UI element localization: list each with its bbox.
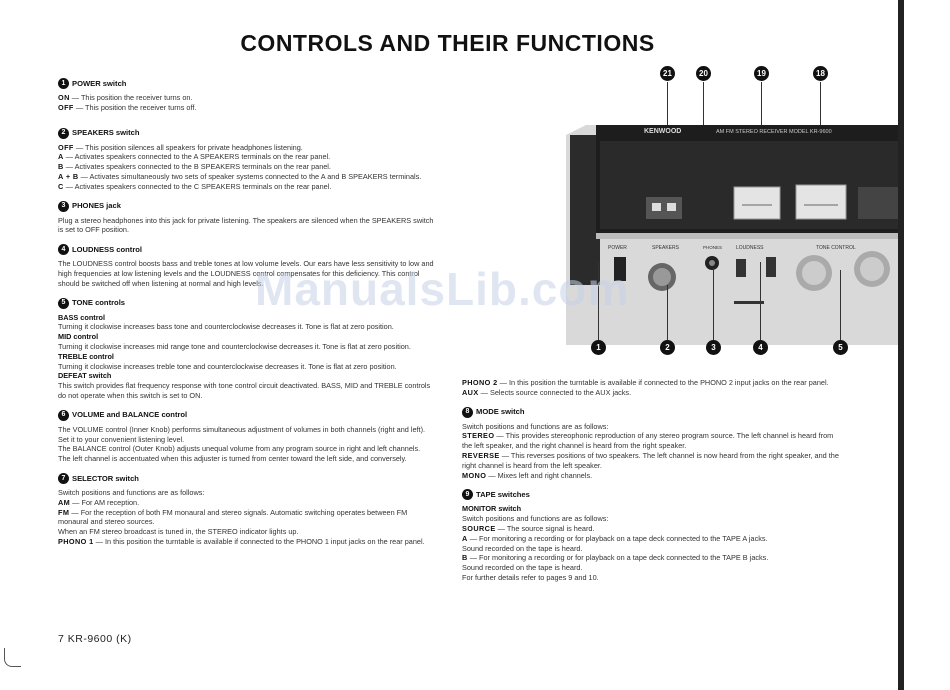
page-title: CONTROLS AND THEIR FUNCTIONS xyxy=(240,30,655,56)
paragraph: The BALANCE control (Outer Knob) adjusts… xyxy=(58,444,421,464)
subheading: MONITOR switch xyxy=(462,504,522,514)
line: C — Activates speakers connected to the … xyxy=(58,181,332,191)
leader-line xyxy=(760,262,761,340)
line: MONO — Mixes left and right channels. xyxy=(462,470,593,480)
page-footer: 7 KR-9600 (K) xyxy=(58,633,132,645)
section-title: TAPE switches xyxy=(476,489,530,499)
line: PHONO 1 — In this position the turntable… xyxy=(58,536,425,546)
section-title: SELECTOR switch xyxy=(72,473,139,483)
line: STEREO — This provides stereophonic repr… xyxy=(462,431,834,451)
line: For further details refer to pages 9 and… xyxy=(462,572,599,582)
paragraph: Switch positions and functions are as fo… xyxy=(58,487,205,497)
label-power: POWER xyxy=(608,245,627,251)
page-corner-mark xyxy=(4,648,21,667)
subheading: DEFEAT switch xyxy=(58,371,112,381)
line: OFF — This position silences all speaker… xyxy=(58,142,303,152)
section-title: POWER switch xyxy=(72,78,127,88)
line: Sound recorded on the tape is heard. xyxy=(462,543,583,553)
number-badge: 1 xyxy=(58,78,69,89)
callout-bottom: 3 xyxy=(706,340,721,355)
callout-bottom: 4 xyxy=(753,340,768,355)
subheading: BASS control xyxy=(58,312,106,322)
callout-top: 19 xyxy=(754,66,769,81)
section-title: SPEAKERS switch xyxy=(72,128,140,138)
paragraph: Switch positions and functions are as fo… xyxy=(462,421,609,431)
section-selector-continued: PHONO 2 — In this position the turntable… xyxy=(462,378,840,398)
line: OFF — This position the receiver turns o… xyxy=(58,102,197,112)
line: B — For monitoring a recording or for pl… xyxy=(462,553,769,563)
line: AM — For AM reception. xyxy=(58,497,140,507)
line: A + B — Activates simultaneously two set… xyxy=(58,171,422,181)
paragraph: Switch positions and functions are as fo… xyxy=(462,514,609,524)
number-badge: 5 xyxy=(58,297,69,309)
callout-top: 20 xyxy=(696,66,711,81)
callout-bottom: 5 xyxy=(833,340,848,355)
model-text: AM FM STEREO RECEIVER MODEL KR-9600 xyxy=(716,129,832,135)
section-title: TONE controls xyxy=(72,298,126,308)
page-edge xyxy=(898,0,904,690)
label-speakers: SPEAKERS xyxy=(652,245,680,251)
line: REVERSE — This reverses positions of two… xyxy=(462,450,839,470)
paragraph: Plug a stereo headphones into this jack … xyxy=(58,215,434,235)
section-title: VOLUME and BALANCE control xyxy=(72,410,188,420)
leader-line xyxy=(667,285,668,340)
number-badge: 2 xyxy=(58,127,69,139)
callout-bottom: 1 xyxy=(591,340,606,355)
paragraph: Turning it clockwise increases bass tone… xyxy=(58,322,394,332)
label-loudness: LOUDNESS xyxy=(736,245,764,251)
line: B — Activates speakers connected to the … xyxy=(58,162,331,172)
paragraph: The VOLUME control (Inner Knob) performs… xyxy=(58,424,426,444)
paragraph: Turning it clockwise increases mid range… xyxy=(58,341,411,351)
section-title: MODE switch xyxy=(476,407,525,417)
callout-bottom: 2 xyxy=(660,340,675,355)
subheading: TREBLE control xyxy=(58,351,114,361)
line: SOURCE — The source signal is heard. xyxy=(462,523,595,533)
line: ON — This position the receiver turns on… xyxy=(58,93,193,102)
line: A — For monitoring a recording or for pl… xyxy=(462,533,768,543)
callout-top: 18 xyxy=(813,66,828,81)
section-title: LOUDNESS control xyxy=(72,244,143,254)
right-column: PHONO 2 — In this position the turntable… xyxy=(462,378,840,583)
line: AUX — Selects source connected to the AU… xyxy=(462,387,632,397)
leader-line xyxy=(713,268,714,340)
number-badge: 4 xyxy=(58,244,69,256)
number-badge: 8 xyxy=(462,406,473,418)
label-phones: PHONES xyxy=(703,245,722,250)
paragraph: This switch provides flat frequency resp… xyxy=(58,381,431,400)
receiver-photo: KENWOOD AM FM STEREO RECEIVER MODEL KR-9… xyxy=(566,125,900,345)
line: A — Activates speakers connected to the … xyxy=(58,152,331,162)
leader-line xyxy=(840,270,841,340)
watermark: ManualsLib.com xyxy=(255,263,630,315)
number-badge: 6 xyxy=(58,409,69,421)
brand-text: KENWOOD xyxy=(644,128,681,135)
number-badge: 7 xyxy=(58,472,69,484)
subheading: MID control xyxy=(58,332,99,342)
line: When an FM stereo broadcast is tuned in,… xyxy=(58,527,299,537)
label-tone-control: TONE CONTROL xyxy=(816,245,856,251)
line: Sound recorded on the tape is heard. xyxy=(462,563,583,573)
number-badge: 3 xyxy=(58,200,69,212)
line: PHONO 2 — In this position the turntable… xyxy=(462,378,829,387)
callout-top: 21 xyxy=(660,66,675,81)
line: FM — For the reception of both FM monaur… xyxy=(58,507,408,527)
leader-line xyxy=(598,262,599,340)
paragraph: The LOUDNESS control boosts bass and tre… xyxy=(58,259,434,288)
number-badge: 9 xyxy=(462,489,473,501)
section-title: PHONES jack xyxy=(72,201,121,211)
paragraph: Turning it clockwise increases treble to… xyxy=(58,361,397,371)
